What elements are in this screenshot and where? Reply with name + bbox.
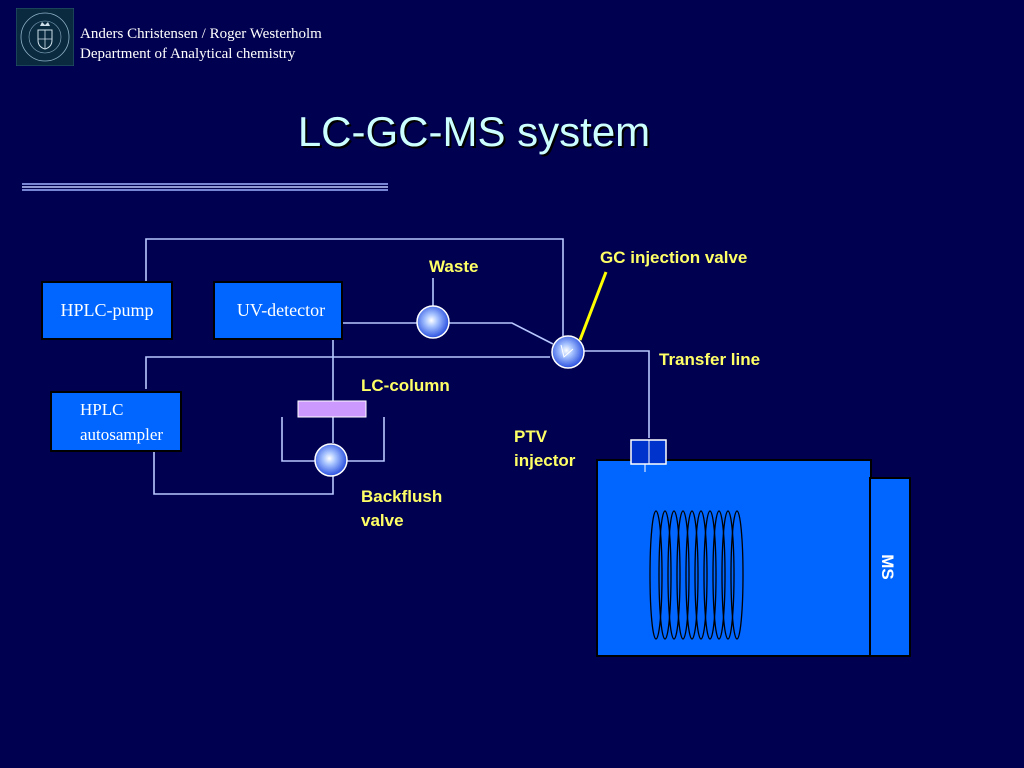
uv-detector-label: UV-detector [237,300,325,320]
header-department: Department of Analytical chemistry [80,46,296,62]
autosampler-label-line1: HPLC [80,400,123,419]
backflush-label-line1: Backflush [361,487,442,506]
gc-injection-valve [551,335,585,369]
hplc-pump-label: HPLC-pump [60,300,153,320]
waste-label: Waste [429,257,478,276]
hplc-pump-box: HPLC-pump [41,281,173,340]
slide-title: LC-GC-MS system [297,108,651,155]
ms-box: MS [869,477,911,657]
waste-valve [416,305,450,339]
backflush-valve [314,443,348,477]
transfer-line-label: Transfer line [659,350,760,369]
header-authors: Anders Christensen / Roger Westerholm [80,26,322,42]
university-logo [16,8,74,66]
gc-injection-valve-label: GC injection valve [600,248,747,267]
autosampler-label-line2: autosampler [80,425,163,444]
hplc-autosampler-box: HPLC autosampler [50,391,182,452]
ms-label: MS [878,554,897,580]
header-text: Anders Christensen / Roger Westerholm De… [80,24,322,64]
lc-column [297,400,367,418]
gc-valve-pointer [578,271,608,341]
title-rule [22,183,388,191]
ptv-injector [630,439,667,472]
ptv-label-line2: injector [514,451,576,470]
backflush-label-line2: valve [361,511,404,530]
gc-column-coil [649,510,744,640]
uv-detector-box: UV-detector [213,281,343,340]
lc-column-label: LC-column [361,376,450,395]
ptv-label-line1: PTV [514,427,548,446]
